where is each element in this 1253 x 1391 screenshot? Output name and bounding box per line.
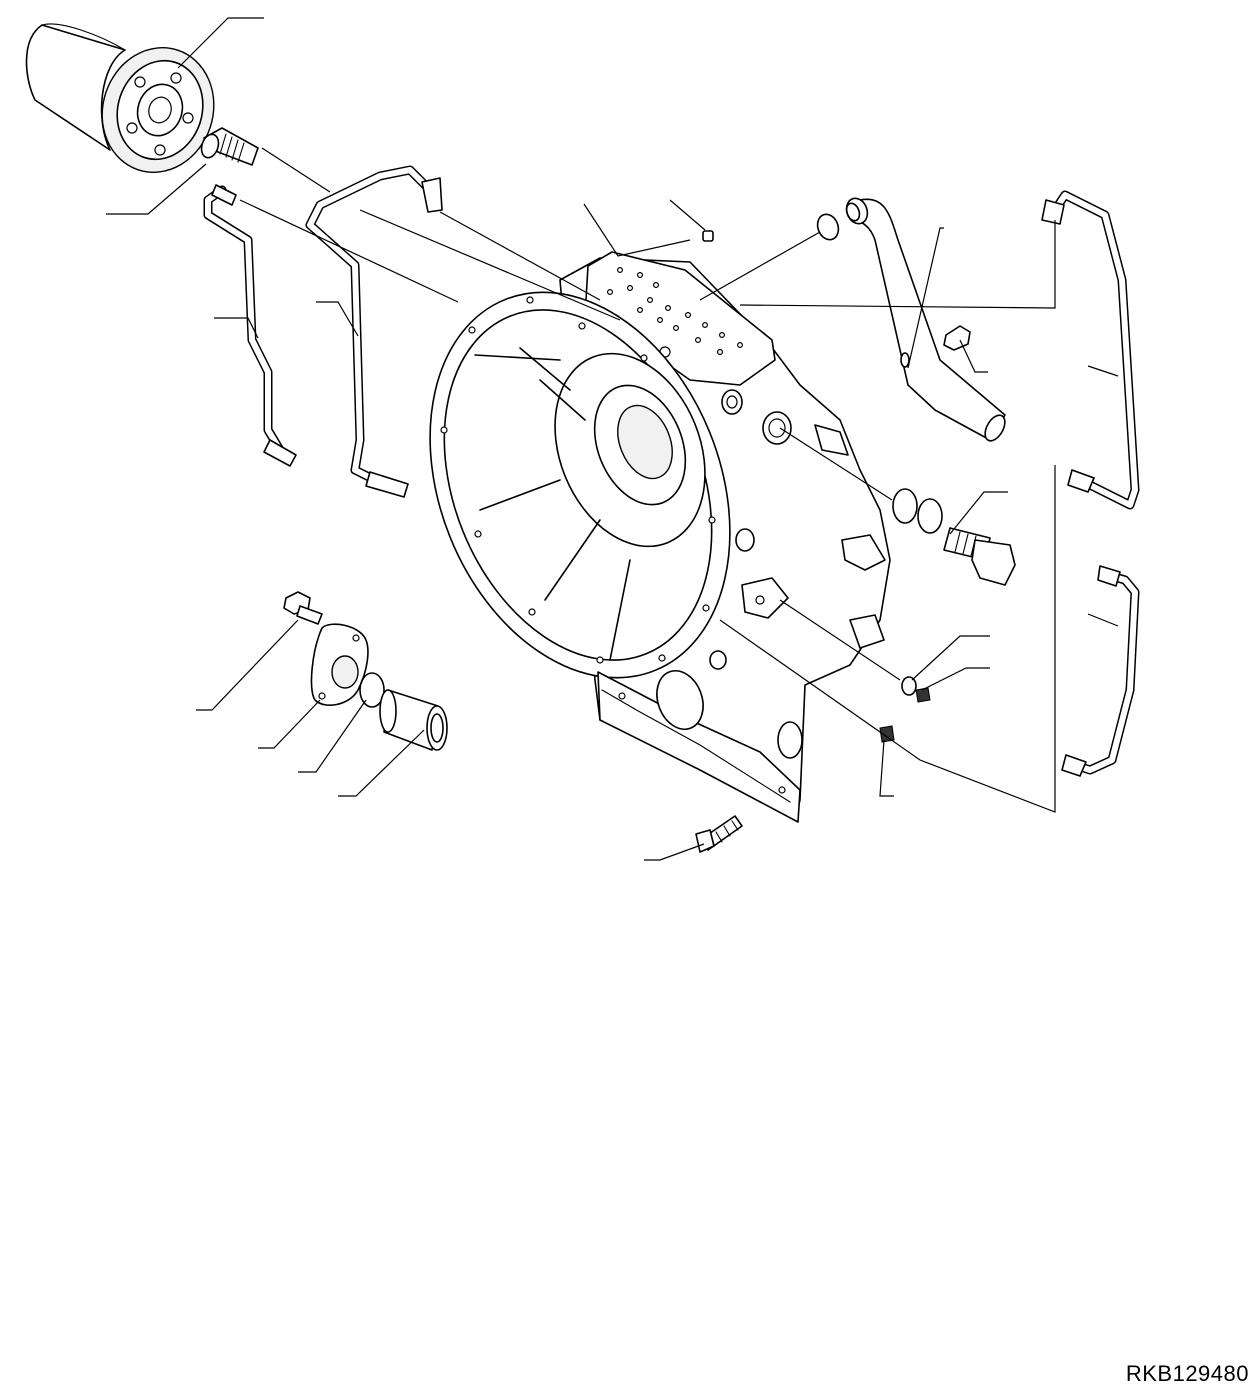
flywheel-housing[interactable] bbox=[375, 247, 891, 823]
filter-nipple[interactable] bbox=[199, 127, 259, 166]
oil-tube-left-a[interactable] bbox=[203, 184, 297, 467]
oil-tube-right-a[interactable] bbox=[1041, 190, 1140, 510]
flange-bolt-holes bbox=[440, 296, 716, 664]
o-ring-pair[interactable] bbox=[892, 488, 943, 534]
leader-lines bbox=[106, 17, 1119, 861]
hose[interactable] bbox=[843, 195, 1009, 444]
oil-tube-right-b[interactable] bbox=[1061, 565, 1140, 777]
cover-o-ring[interactable] bbox=[359, 672, 385, 708]
small-plug-top[interactable] bbox=[702, 230, 714, 242]
housing-ribs bbox=[474, 347, 631, 661]
drawing-reference-code: RKB129480 bbox=[1125, 1361, 1249, 1386]
hose-bolt[interactable] bbox=[943, 325, 971, 351]
sleeve[interactable] bbox=[379, 689, 448, 751]
drain-plug[interactable] bbox=[943, 527, 1016, 586]
oil-tube-left-b[interactable] bbox=[305, 165, 443, 498]
housing-bolt[interactable] bbox=[695, 815, 743, 853]
o-ring-top[interactable] bbox=[814, 211, 842, 242]
cover-bolt[interactable] bbox=[283, 591, 323, 625]
seal-washer[interactable] bbox=[901, 676, 917, 696]
housing-bosses bbox=[709, 389, 886, 670]
oil-filter[interactable] bbox=[25, 23, 229, 187]
cover-plate[interactable] bbox=[310, 623, 369, 706]
small-plug-lower[interactable] bbox=[879, 725, 895, 743]
